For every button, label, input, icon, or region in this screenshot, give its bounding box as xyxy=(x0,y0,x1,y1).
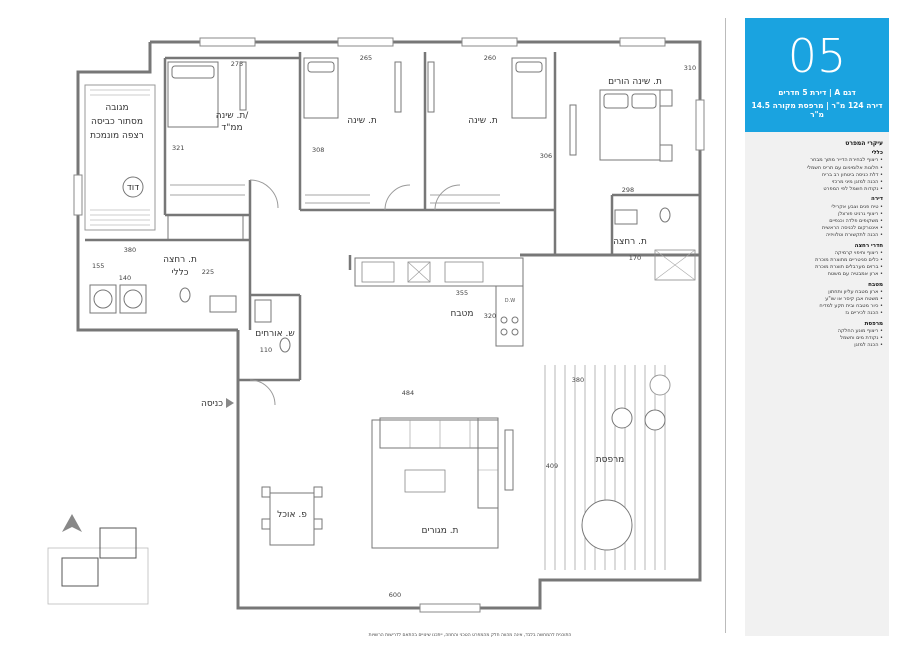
service-label-2: מסתור כביסה xyxy=(91,117,143,127)
balcony-label: מרפסת xyxy=(596,455,625,465)
specs-list: עיקרי המפרט כללי• ריצוף לבחירת הדייר מתו… xyxy=(751,140,883,349)
dim-380-balcony: 380 xyxy=(572,376,584,384)
specs-item: • דלת כניסה ביטחון רב בריח xyxy=(821,171,883,178)
boiler-label: דוד xyxy=(127,183,139,193)
dim-320: 320 xyxy=(484,312,496,320)
apartment-number: 05 xyxy=(787,29,847,83)
specs-section-heading: מטבח xyxy=(868,281,883,288)
specs-section-heading: כללי xyxy=(871,150,883,157)
dim-484: 484 xyxy=(402,389,414,397)
bath-2-label: כללי xyxy=(171,268,188,278)
apartment-type: דגם A | דירת 5 חדרים xyxy=(778,88,856,97)
dishwasher-label: D.W xyxy=(505,298,515,304)
specs-item: • ארון אמבטיה עם משטח xyxy=(827,271,883,278)
floor-plan: דוד מגובה מסתור כביסה רצפה מונמכת ת. שינ… xyxy=(47,18,726,633)
dim-409: 409 xyxy=(546,462,558,470)
dim-298: 298 xyxy=(622,186,634,194)
specs-item: • הכנה לתקשורת וטלוויזיה xyxy=(826,232,883,239)
dim-355: 355 xyxy=(456,289,468,297)
bedroom-mamad-label-1: ת. שינה/ xyxy=(216,111,250,121)
dim-155: 155 xyxy=(92,262,104,270)
dim-380: 380 xyxy=(124,246,136,254)
service-label-1: מגובה xyxy=(105,103,128,113)
specs-item: • משקופים פלדה וכנפיים xyxy=(829,218,883,225)
specs-item: • חלונות אלומיניום עם תריס חשמלי xyxy=(807,164,883,171)
dim-140: 140 xyxy=(119,274,131,282)
service-label-3: רצפה מונמכת xyxy=(90,131,144,141)
kitchen-label: מטבח xyxy=(450,309,473,319)
living-label: ת. מגורים xyxy=(422,526,459,536)
specs-item: • הכנה למזגן xyxy=(854,342,883,349)
dim-110: 110 xyxy=(260,346,272,354)
specs-item: • טיח פנים וצבע אקרילי xyxy=(831,203,883,210)
shower-label: ת. רחצה xyxy=(613,237,647,247)
guest-wc-label: ש. אורחים xyxy=(255,329,295,339)
specs-item: • ריצוף מונע החלקה xyxy=(837,327,883,334)
dim-306: 306 xyxy=(540,152,552,160)
specs-item: • נקודת מים וחשמל xyxy=(840,335,883,342)
dim-321: 321 xyxy=(172,144,184,152)
dim-265: 265 xyxy=(360,54,372,62)
specs-item: • כלים סניטריים מתוצרת מוכרת xyxy=(815,257,883,264)
specs-item: • ארון מטבח עליון ותחתון xyxy=(828,288,883,295)
apartment-area: דירה 124 מ"ר | מרפסת מקורה 14.5 מ"ר xyxy=(751,101,883,119)
specs-section-heading: דירה xyxy=(871,196,883,203)
specs-section-heading: חדרי רחצה xyxy=(854,242,883,249)
specs-item: • ברזים מערבלים תוצרת מוכרת xyxy=(815,264,883,271)
dim-600: 600 xyxy=(389,591,401,599)
specs-item: • ריצוף לבחירת הדייר מתוך מבחר xyxy=(810,157,883,164)
disclaimer: התוכנית להמחשה בלבד, אינה מהווה חלק מהמפ… xyxy=(368,633,572,638)
north-arrow-icon xyxy=(62,514,82,532)
key-plan xyxy=(47,514,149,605)
bedroom-3-label: ת. שינה xyxy=(468,116,498,126)
dim-273: 273 xyxy=(231,60,243,68)
specs-item: • כיור מטבח ובית תקע למדיח xyxy=(819,303,883,310)
master-bedroom-label: ת. שינה הורים xyxy=(608,77,662,87)
specs-title: עיקרי המפרט xyxy=(845,140,883,147)
sidebar: 05 דגם A | דירת 5 חדרים דירה 124 מ"ר | מ… xyxy=(745,18,889,636)
entrance-arrow-icon xyxy=(226,398,234,408)
dim-308: 308 xyxy=(312,146,324,154)
specs-item: • משטח אבן קיסר או שו"ע xyxy=(825,296,883,303)
dim-225: 225 xyxy=(202,268,214,276)
dim-310: 310 xyxy=(684,64,696,72)
specs-section-heading: מרפסת xyxy=(864,320,883,327)
specs-item: • נקודות חשמל לפי המפרט xyxy=(823,186,883,193)
dim-170: 170 xyxy=(629,254,641,262)
bedroom-mamad-label-2: ממ"ד xyxy=(221,123,242,133)
dining-label: פ. אוכל xyxy=(277,510,307,520)
specs-item: • אינטרקום לכניסה הראשית xyxy=(822,225,883,232)
specs-item: • הכנה למזגן מיני מרכזי xyxy=(831,179,883,186)
dim-260: 260 xyxy=(484,54,496,62)
specs-item: • הכנה לכיריים גז xyxy=(845,310,883,317)
specs-item: • ריצוף וחיפוי קרמיקה xyxy=(834,249,883,256)
bedroom-2-label: ת. שינה xyxy=(347,116,377,126)
specs-body: כללי• ריצוף לבחירת הדייר מתוך מבחר• חלונ… xyxy=(751,150,883,349)
entrance-label: כניסה xyxy=(201,399,223,409)
apartment-badge: 05 דגם A | דירת 5 חדרים דירה 124 מ"ר | מ… xyxy=(745,18,889,132)
specs-item: • ריצוף גרניט פורצלן xyxy=(838,210,883,217)
bath-1-label: ת. רחצה xyxy=(163,255,197,265)
